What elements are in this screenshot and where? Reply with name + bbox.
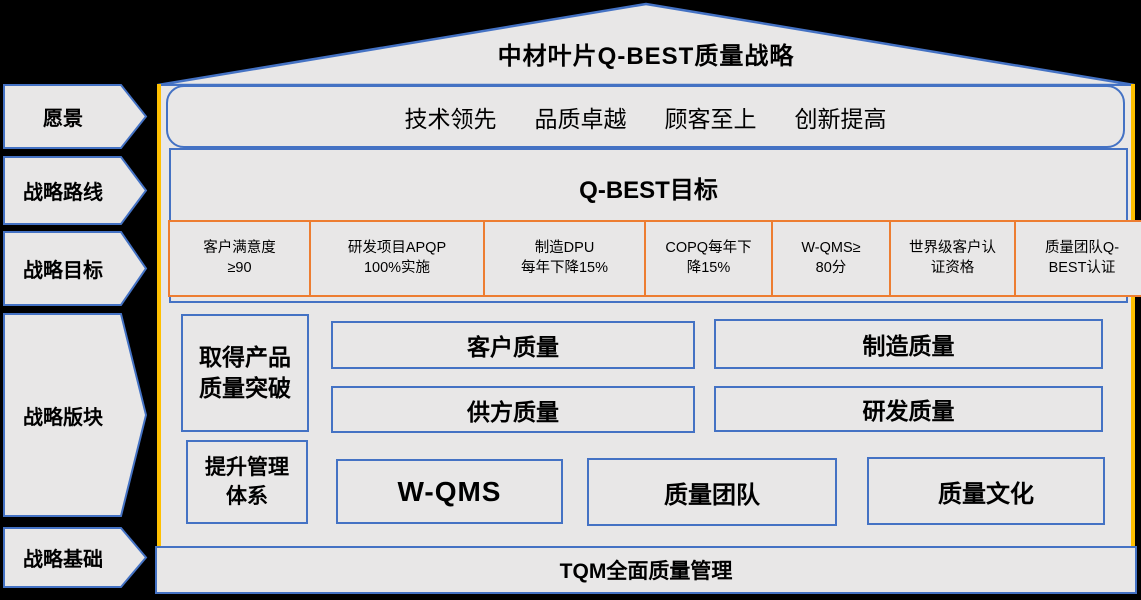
goal-text: W-QMS≥ [801, 239, 861, 256]
goal-text: 80分 [815, 259, 847, 276]
block-rd-quality: 研发质量 [714, 386, 1103, 432]
block-quality-culture: 质量文化 [867, 457, 1105, 525]
block-text: 体系 [226, 485, 268, 508]
block-customer-quality: 客户质量 [331, 321, 695, 369]
sidebar-item-strategy-goal: 战略目标 [3, 231, 148, 306]
block-supplier-quality: 供方质量 [331, 386, 695, 433]
sidebar-item-label: 战略基础 [23, 549, 103, 571]
block-text: 取得产品 [199, 343, 291, 370]
goal-cell-copq: COPQ每年下 降15% [644, 220, 773, 297]
goal-text: COPQ每年下 [665, 239, 752, 256]
left-yellow-edge [157, 84, 161, 546]
goal-cell-wqms-score: W-QMS≥ 80分 [771, 220, 891, 297]
vision-phrase: 创新提高 [794, 105, 887, 132]
foundation-bar: TQM全面质量管理 [155, 546, 1137, 594]
goal-cell-world-class-cert: 世界级客户认 证资格 [889, 220, 1016, 297]
block-manufacturing-quality: 制造质量 [714, 319, 1103, 369]
vision-phrase: 顾客至上 [664, 105, 757, 132]
sidebar-item-label: 愿景 [43, 108, 83, 130]
right-yellow-edge [1131, 84, 1135, 546]
goal-text: 降15% [686, 259, 731, 276]
block-text: 质量突破 [199, 375, 291, 401]
vision-phrase: 技术领先 [404, 105, 497, 132]
goal-text: 证资格 [930, 259, 975, 276]
goals-row: 客户满意度 ≥90 研发项目APQP 100%实施 制造DPU 每年下降15% … [168, 220, 1141, 297]
sidebar-item-strategy-route: 战略路线 [3, 156, 148, 225]
goal-text: 研发项目APQP [347, 239, 447, 256]
goal-cell-apqp: 研发项目APQP 100%实施 [309, 220, 485, 297]
vision-phrase: 品质卓越 [534, 105, 627, 132]
block-management-system: 提升管理 体系 [186, 440, 308, 524]
vision-box: 技术领先 品质卓越 顾客至上 创新提高 [166, 85, 1125, 148]
goal-text: ≥90 [227, 259, 252, 276]
block-quality-team: 质量团队 [587, 458, 837, 526]
goal-cell-team-cert: 质量团队Q- BEST认证 [1014, 220, 1141, 297]
goal-text: 质量团队Q- [1044, 239, 1120, 256]
diagram-title: 中材叶片Q-BEST质量战略 [497, 43, 795, 70]
goals-title: Q-BEST目标 [579, 177, 718, 204]
goal-cell-customer-satisfaction: 客户满意度 ≥90 [168, 220, 311, 297]
goal-text: 制造DPU [534, 239, 595, 256]
arrow-shape [3, 313, 148, 517]
block-wqms: W-QMS [336, 459, 563, 524]
sidebar-item-strategy-foundation: 战略基础 [3, 527, 148, 588]
goal-text: 客户满意度 [203, 239, 276, 256]
goal-text: 世界级客户认 [909, 239, 996, 256]
arrow-shape [3, 84, 148, 149]
sidebar-item-label: 战略目标 [23, 260, 103, 282]
goal-cell-dpu: 制造DPU 每年下降15% [483, 220, 646, 297]
sidebar-item-strategy-blocks: 战略版块 [3, 313, 148, 517]
block-product-quality-breakthrough: 取得产品 质量突破 [181, 314, 309, 432]
sidebar-item-label: 战略版块 [23, 406, 103, 429]
goal-text: 100%实施 [363, 259, 431, 276]
block-text: 提升管理 [205, 455, 289, 479]
arrow-shape [3, 527, 148, 588]
arrow-shape [3, 156, 148, 225]
sidebar-item-label: 战略路线 [23, 182, 103, 204]
sidebar-item-vision: 愿景 [3, 84, 148, 149]
goal-text: BEST认证 [1048, 259, 1116, 276]
goal-text: 每年下降15% [520, 259, 609, 276]
arrow-shape [3, 231, 148, 306]
